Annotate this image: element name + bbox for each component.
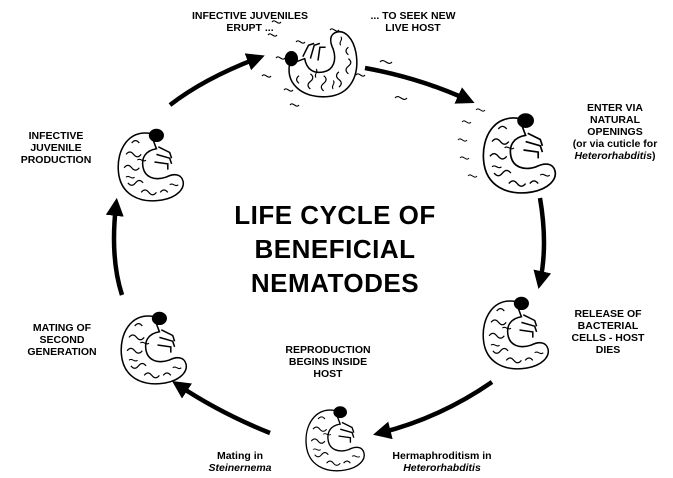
label-release: RELEASE OF BACTERIAL CELLS - HOST DIES <box>558 308 658 356</box>
label-mating-second-generation: MATING OF SECOND GENERATION <box>14 322 110 358</box>
host-juveniles-hairs <box>458 109 485 177</box>
arrow-to-mating <box>178 385 270 433</box>
arrow-to-reproduction <box>380 382 492 433</box>
label-juvenile-production: INFECTIVE JUVENILE PRODUCTION <box>10 130 102 166</box>
label-seek-host: ... TO SEEK NEW LIVE HOST <box>358 10 468 34</box>
arrow-to-release <box>540 198 544 282</box>
arrow-to-erupt <box>170 58 258 105</box>
label-erupt: INFECTIVE JUVENILES ERUPT ... <box>158 10 342 34</box>
arrow-to-production <box>114 205 122 295</box>
diagram-title: LIFE CYCLE OF BENEFICIAL NEMATODES <box>205 198 465 300</box>
grub-erupting-icon <box>285 32 357 97</box>
grub-reproduction-icon <box>306 406 364 470</box>
grub-dying-host-icon <box>483 297 548 369</box>
label-enter: ENTER VIA NATURAL OPENINGS (or via cutic… <box>560 102 670 162</box>
grub-juvenile-production-icon <box>118 129 183 201</box>
grub-infected-host-icon <box>483 113 555 193</box>
label-mating-steinernema: Mating in Steinernema <box>200 450 280 474</box>
grub-second-generation-icon <box>121 312 186 384</box>
label-reproduction: REPRODUCTION BEGINS INSIDE HOST <box>268 344 388 380</box>
label-hermaphroditism: Hermaphroditism in Heterorhabditis <box>374 450 510 474</box>
arrow-to-host <box>365 68 468 100</box>
